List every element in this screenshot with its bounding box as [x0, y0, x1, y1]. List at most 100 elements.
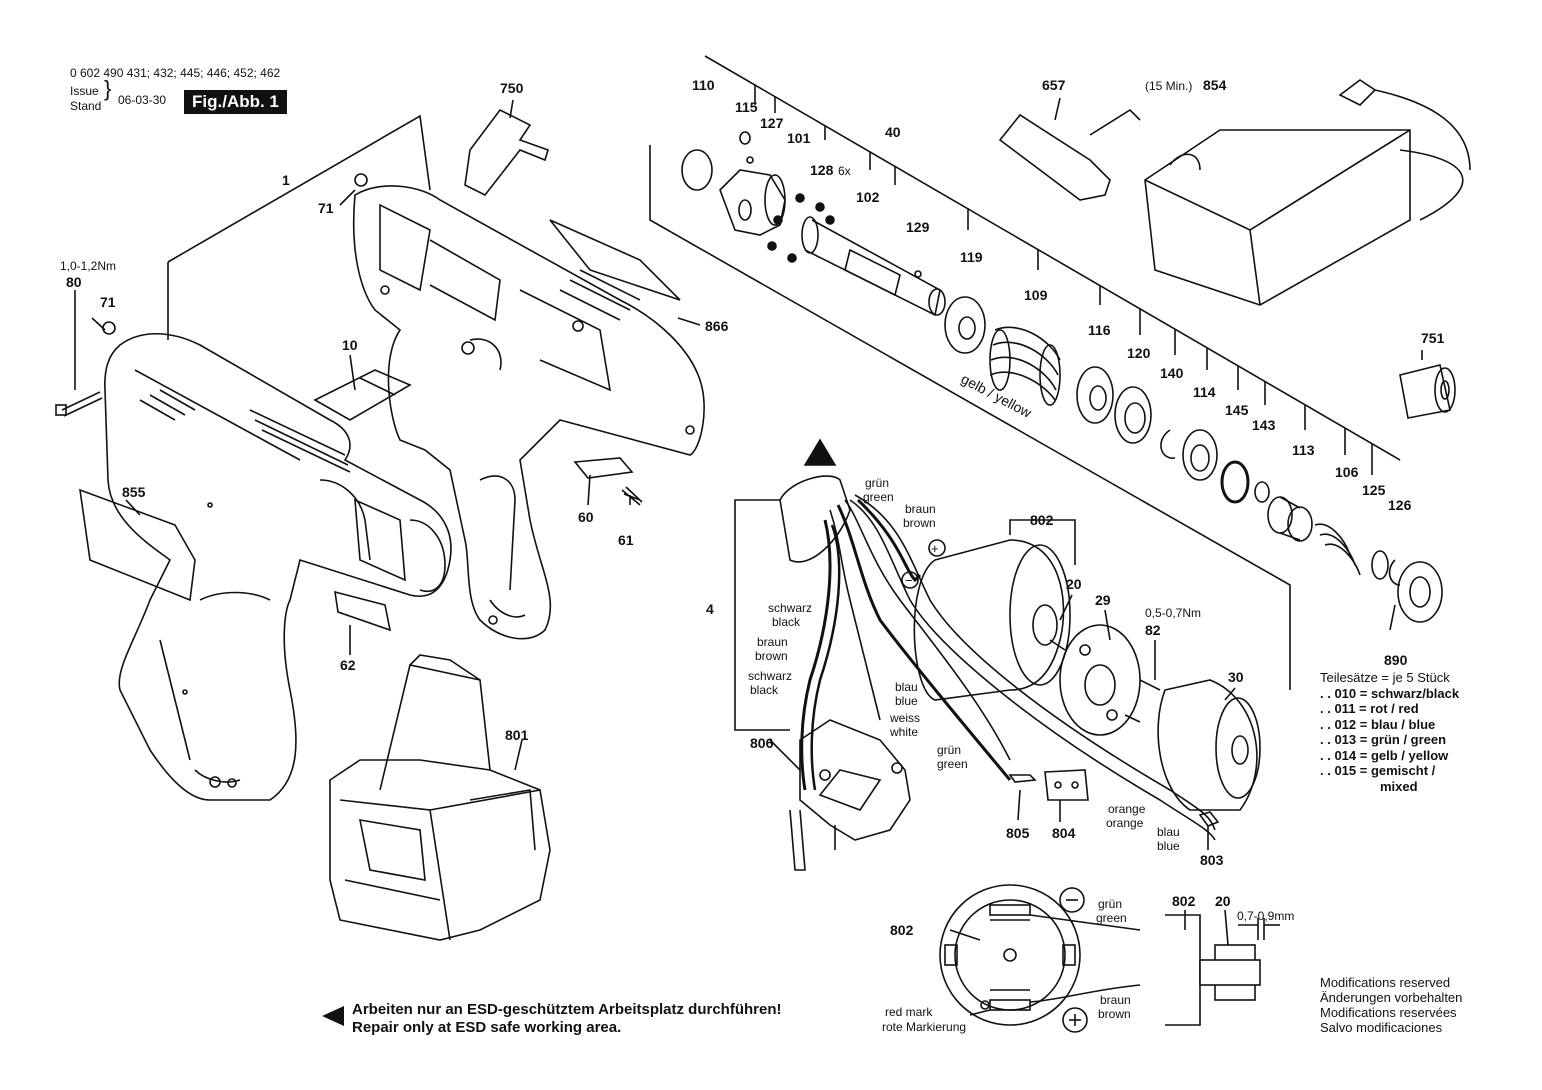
- part-60: [573, 457, 634, 479]
- washer-890: [1397, 561, 1443, 623]
- oring-110: [681, 149, 713, 191]
- nut-71: [354, 173, 368, 187]
- label-29: 29: [1095, 592, 1111, 608]
- label-61: 61: [618, 532, 634, 548]
- label-855: [79, 488, 196, 602]
- esd-notice-de: Arbeiten nur an ESD-geschütztem Arbeitsp…: [352, 1001, 782, 1018]
- red-mark-label: red mark: [885, 1005, 933, 1019]
- bracket-802: [1009, 519, 1076, 565]
- sleeve-113: [1267, 496, 1313, 542]
- part-143: [1254, 481, 1270, 503]
- spring-61: [621, 486, 643, 506]
- motor-wire-green: green: [1096, 911, 1127, 925]
- gearbox-30: [1157, 679, 1261, 811]
- wire-blue-1: blue: [895, 694, 918, 708]
- part-set-item: mixed: [1380, 778, 1418, 794]
- label-140: 140: [1160, 365, 1184, 381]
- esd-notice-en: Repair only at ESD safe working area.: [352, 1019, 622, 1036]
- motor-wire-gruen: grün: [1098, 897, 1122, 911]
- label-62: 62: [340, 657, 356, 673]
- plus-sign: +: [931, 541, 939, 556]
- connector-805: [1008, 774, 1037, 783]
- gear-120: [1114, 386, 1152, 444]
- mount-plate-29: [1059, 624, 1141, 736]
- bracket-40: [704, 55, 1401, 461]
- clip-126: [1388, 559, 1401, 586]
- label-127: 127: [760, 115, 784, 131]
- screw-80: [55, 391, 103, 417]
- label-802-gap: 802: [1172, 893, 1196, 909]
- plus-circle-icon: [1062, 1007, 1088, 1033]
- part-115: [739, 131, 751, 145]
- label-30: 30: [1228, 669, 1244, 685]
- battery-801: [329, 654, 551, 941]
- label-855: 855: [122, 484, 146, 500]
- label-115: 115: [735, 99, 758, 115]
- label-71b: 71: [100, 294, 116, 310]
- ring-125: [1371, 550, 1389, 580]
- wire-white: white: [889, 725, 918, 739]
- wire-schwarz-1: schwarz: [768, 601, 812, 615]
- terminal-803: [1198, 811, 1220, 827]
- label-143: 143: [1252, 417, 1276, 433]
- motor-802: [913, 539, 1071, 701]
- label-10: 10: [342, 337, 358, 353]
- part-set-item: . . 013 = grün / green: [1320, 732, 1447, 747]
- model-numbers: 0 602 490 431; 432; 445; 446; 452; 462: [70, 66, 281, 80]
- plus-icon: [928, 539, 946, 557]
- wire-gruen-mid: grün: [937, 743, 961, 757]
- stand-label: Stand: [70, 99, 102, 113]
- modifications-line: Modifications reserved: [1320, 975, 1451, 990]
- label-751: 751: [1421, 330, 1445, 346]
- label-113: 113: [1292, 442, 1315, 458]
- label-750: 750: [500, 80, 524, 96]
- torque-82: 0,5-0,7Nm: [1145, 606, 1201, 620]
- part-62: [334, 590, 392, 632]
- label-866: [549, 219, 681, 301]
- spring-106: [1314, 523, 1361, 576]
- wire-brown-top: brown: [903, 516, 936, 530]
- wire-weiss: weiss: [889, 711, 920, 725]
- housing-outer-shell: [104, 332, 452, 801]
- bracket-40-lower: [649, 145, 1291, 690]
- label-101: 101: [787, 130, 811, 146]
- part-set-item: . . 015 = gemischt /: [1320, 763, 1436, 778]
- wire-black-2: black: [750, 683, 779, 697]
- part-10: [313, 369, 412, 421]
- wire-orange-en: orange: [1106, 816, 1144, 830]
- label-119: 119: [960, 249, 983, 265]
- label-106: 106: [1335, 464, 1359, 480]
- clip-750: [464, 108, 549, 197]
- label-657: 657: [1042, 77, 1066, 93]
- wire-brown-left: brown: [755, 649, 788, 663]
- wire-braun-top: braun: [905, 502, 936, 516]
- motor-wire-braun: braun: [1100, 993, 1131, 1007]
- esd-notice: Arbeiten nur an ESD-geschütztem Arbeitsp…: [352, 1001, 782, 1037]
- torque-80: 1,0-1,2Nm: [60, 259, 116, 273]
- gap-value: 0,7-0,9mm: [1237, 909, 1294, 923]
- nut-71b: [102, 321, 116, 335]
- modifications-notice: Modifications reserved Änderungen vorbeh…: [1320, 975, 1462, 1035]
- wire-gruen-top: grün: [865, 476, 889, 490]
- wire-blau-2: blau: [1157, 825, 1180, 839]
- issue-date: 06-03-30: [118, 93, 167, 107]
- pin-129: [914, 270, 922, 278]
- ball-127: [746, 156, 754, 164]
- label-102: 102: [856, 189, 880, 205]
- chuck-101: [719, 169, 786, 236]
- label-6x: 6x: [838, 164, 851, 178]
- wire-braun-left: braun: [757, 635, 788, 649]
- minus-circle-icon: [1059, 887, 1085, 913]
- minus-icon: [901, 571, 919, 589]
- wire-blau-1: blau: [895, 680, 918, 694]
- part-sets-title: Teilesätze = je 5 Stück: [1320, 670, 1450, 685]
- part-sets: Teilesätze = je 5 Stück . . 010 = schwar…: [1320, 670, 1459, 794]
- modifications-line: Salvo modificaciones: [1320, 1020, 1443, 1035]
- issue-label: Issue: [70, 84, 99, 98]
- wire-orange-de: orange: [1108, 802, 1146, 816]
- bracket-4: [734, 499, 790, 731]
- label-866: 866: [705, 318, 729, 334]
- rote-markierung-label: rote Markierung: [882, 1020, 966, 1034]
